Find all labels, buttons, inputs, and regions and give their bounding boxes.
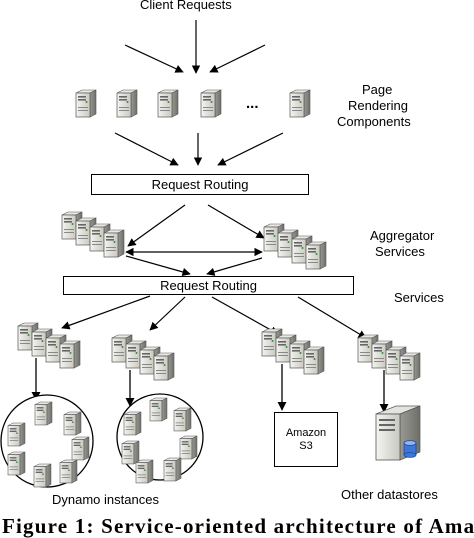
rendering-to-routing-arrows xyxy=(114,132,284,166)
request-routing-bottom-label: Request Routing xyxy=(160,278,257,293)
dynamo-ring-2 xyxy=(116,393,204,484)
service-to-storage-arrows xyxy=(31,358,389,413)
service-cluster-dynamo-1 xyxy=(17,322,81,369)
service-cluster-s3 xyxy=(261,328,325,375)
routing-to-services-arrows xyxy=(61,295,367,339)
amazon-s3-label-1: Amazon xyxy=(285,426,327,439)
figure-caption: Figure 1: Service-oriented architecture … xyxy=(2,514,474,538)
aggregator-label-2: Services xyxy=(375,244,425,259)
dynamo-instances-label: Dynamo instances xyxy=(52,492,159,507)
service-cluster-dynamo-2 xyxy=(111,334,175,381)
services-label: Services xyxy=(394,290,444,305)
page-rendering-label-2: Rendering xyxy=(348,98,408,113)
request-routing-bottom: Request Routing xyxy=(63,276,354,295)
amazon-s3-label-2: S3 xyxy=(299,439,313,452)
amazon-s3-box: Amazon S3 xyxy=(274,412,338,467)
client-request-arrows xyxy=(124,20,266,74)
aggregator-server-right xyxy=(263,223,327,270)
page-rendering-label-3: Components xyxy=(337,114,411,129)
database-icon xyxy=(403,440,417,458)
request-routing-top: Request Routing xyxy=(91,174,309,195)
aggregator-label-1: Aggregator xyxy=(370,228,435,243)
page-rendering-label-1: Page xyxy=(362,82,393,97)
service-cluster-other xyxy=(357,334,421,381)
other-datastores-label: Other datastores xyxy=(341,487,438,502)
aggregator-to-routing-arrows xyxy=(125,247,263,276)
aggregator-server-left xyxy=(61,211,125,258)
client-requests-label: Client Requests xyxy=(140,0,232,12)
ellipsis-label: ... xyxy=(246,95,259,112)
dynamo-ring-1 xyxy=(0,394,94,488)
page-rendering-servers xyxy=(75,89,311,118)
request-routing-top-label: Request Routing xyxy=(151,177,249,192)
routing-to-aggregator-arrows xyxy=(127,204,265,247)
